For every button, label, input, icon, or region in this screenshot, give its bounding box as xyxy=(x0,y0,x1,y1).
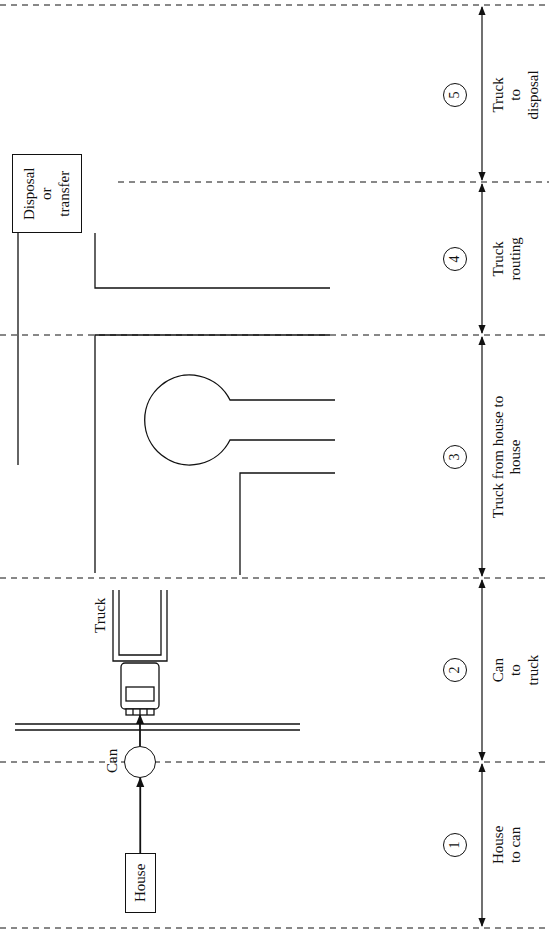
truck-node: Truck xyxy=(113,590,167,715)
process-box: Disposal or transfer xyxy=(12,155,82,234)
stage-number-circle: 5 xyxy=(443,83,467,107)
stage-label: Truck from house to house xyxy=(490,390,525,524)
node-label: Can xyxy=(104,749,121,773)
callout-number: 1 xyxy=(447,842,463,849)
process-box: House xyxy=(125,853,156,913)
node-label: Disposal or transfer xyxy=(21,168,73,221)
stage-arrows xyxy=(481,7,482,926)
stage-dividers xyxy=(0,5,549,928)
stage-label: Can to truck xyxy=(490,653,542,688)
stage-number-circle: 1 xyxy=(443,833,467,857)
stage-number-circle: 2 xyxy=(443,658,467,682)
stage-number-circle: 3 xyxy=(443,445,467,469)
stage-label: Truck routing xyxy=(490,235,525,282)
node-label: Truck xyxy=(92,598,109,633)
callout-number: 3 xyxy=(447,454,463,461)
can-circle: Can xyxy=(124,746,156,778)
flow-arrow xyxy=(139,778,141,853)
node-label: House xyxy=(132,864,149,902)
stage-number-circle: 4 xyxy=(443,247,467,271)
stage-label: House to can xyxy=(490,824,525,866)
callout-number: 2 xyxy=(447,667,463,674)
truck-drawing xyxy=(113,590,167,715)
callout-number: 5 xyxy=(447,92,463,99)
callout-number: 4 xyxy=(447,256,463,263)
stage-label: Truck to disposal xyxy=(490,68,542,121)
street-map xyxy=(15,233,335,730)
